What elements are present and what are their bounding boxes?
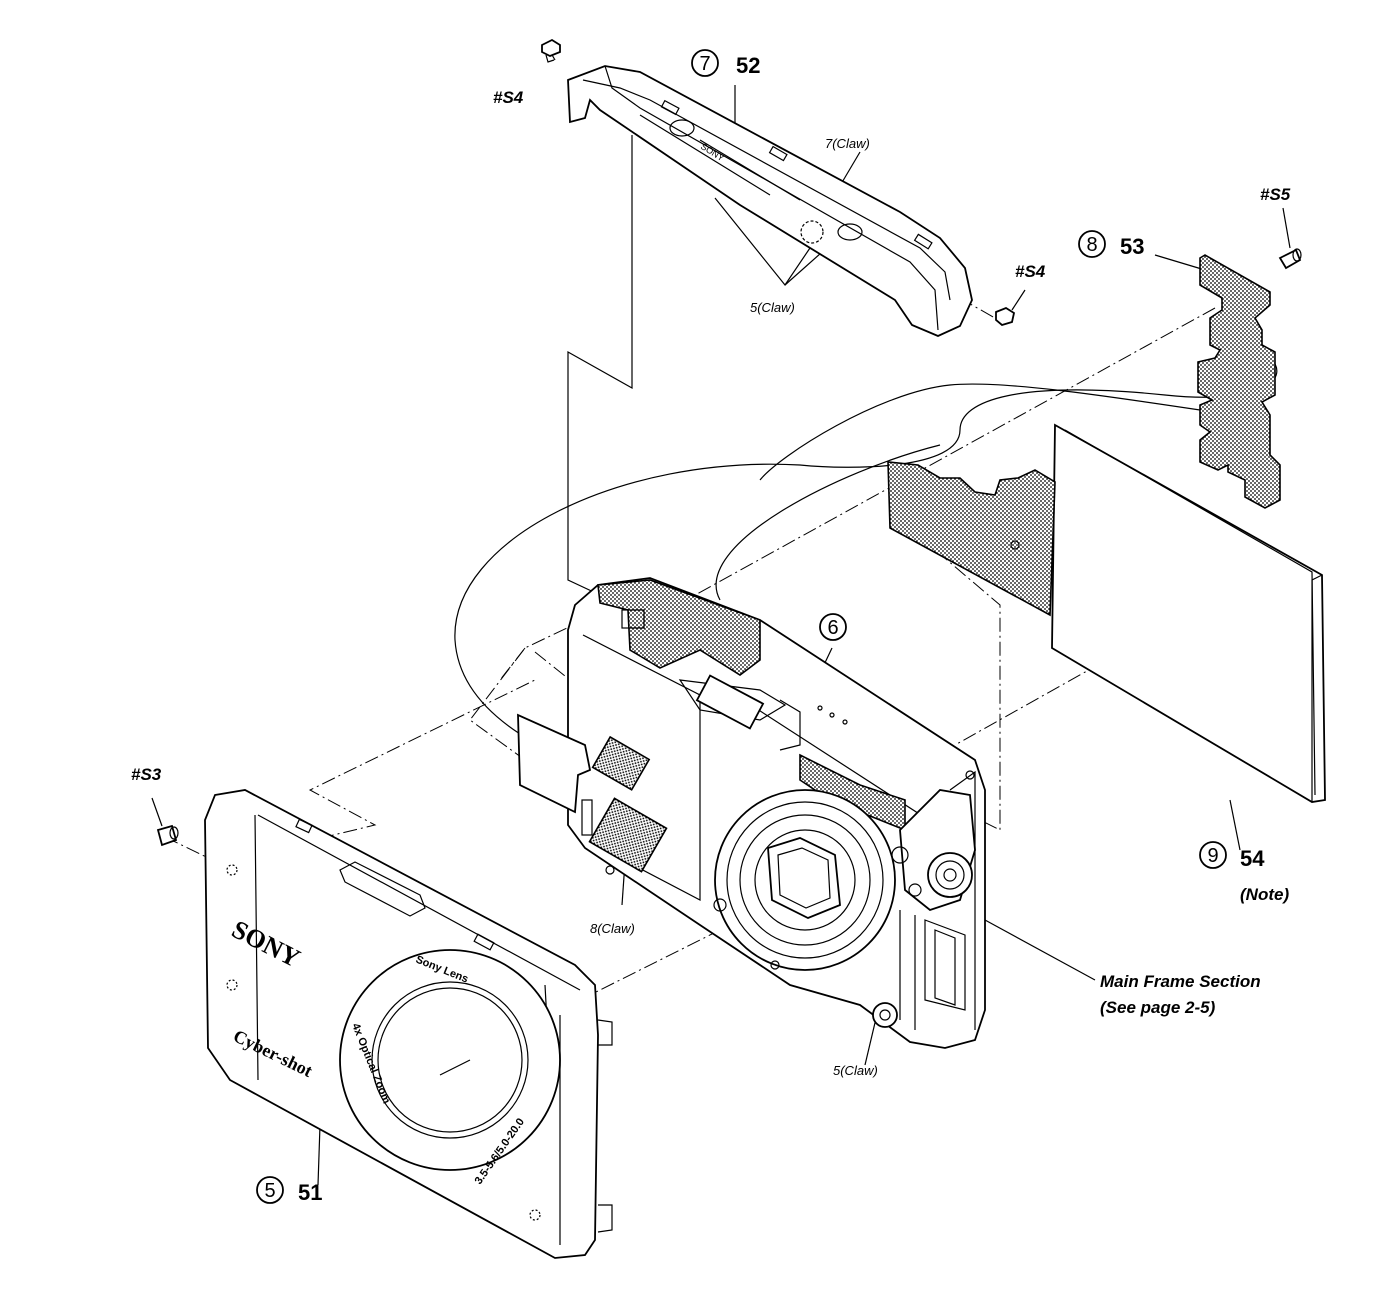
callout-index: 6 <box>827 617 838 639</box>
screw-s4-right-label: #S4 <box>1015 262 1046 281</box>
callout-index-circle <box>819 613 847 641</box>
screw-s5 <box>1278 248 1302 270</box>
rear-sheet-part <box>887 461 1056 617</box>
callout-index-circle <box>691 49 719 77</box>
callout-ref-number: 54 <box>1240 846 1265 871</box>
screw-s4-left-label: #S4 <box>493 88 524 107</box>
callout-index: 8 <box>1086 234 1097 256</box>
claw-label-7: 7(Claw) <box>825 136 870 151</box>
callout-main-frame-block: 6 <box>819 613 847 641</box>
screw-s4-right <box>995 306 1016 327</box>
callout-ref-number: 52 <box>736 53 760 78</box>
callout-top-cover: 7 52 <box>691 49 760 78</box>
screw-s3-label: #S3 <box>131 765 162 784</box>
callout-index-circle <box>1078 230 1106 258</box>
callout-lcd-panel: 9 54 (Note) <box>1199 841 1289 904</box>
screw-s5-label: #S5 <box>1260 185 1291 204</box>
lcd-note-label: (Note) <box>1240 885 1289 904</box>
claw-label-5-top: 5(Claw) <box>750 300 795 315</box>
callout-index: 7 <box>699 53 710 75</box>
callout-index-circle <box>256 1176 284 1204</box>
callout-heat-sink-sheet: 8 53 <box>1078 230 1144 259</box>
callout-ref-number: 53 <box>1120 234 1144 259</box>
callout-index-circle <box>1199 841 1227 869</box>
main-frame-part <box>517 577 986 1049</box>
lcd-panel-part <box>1051 423 1326 803</box>
screw-s4-left <box>541 38 561 63</box>
claw-label-8: 8(Claw) <box>590 921 635 936</box>
top-cover-part: SONY <box>567 65 973 337</box>
heat-sink-sheet-part <box>1197 254 1281 509</box>
main-frame-section-title: Main Frame Section <box>1100 972 1261 991</box>
callout-front-cabinet: 5 51 <box>256 1176 322 1205</box>
screw-s3 <box>156 824 179 847</box>
callout-ref-number: 51 <box>298 1180 322 1205</box>
claw-label-5-frame: 5(Claw) <box>833 1063 878 1078</box>
callout-index: 5 <box>264 1180 275 1202</box>
front-cabinet-part: SONY Cyber-shot Sony Lens 4x Optical Zoo… <box>204 789 613 1259</box>
callout-index: 9 <box>1207 845 1218 867</box>
main-frame-section-page-ref: (See page 2-5) <box>1100 998 1216 1017</box>
